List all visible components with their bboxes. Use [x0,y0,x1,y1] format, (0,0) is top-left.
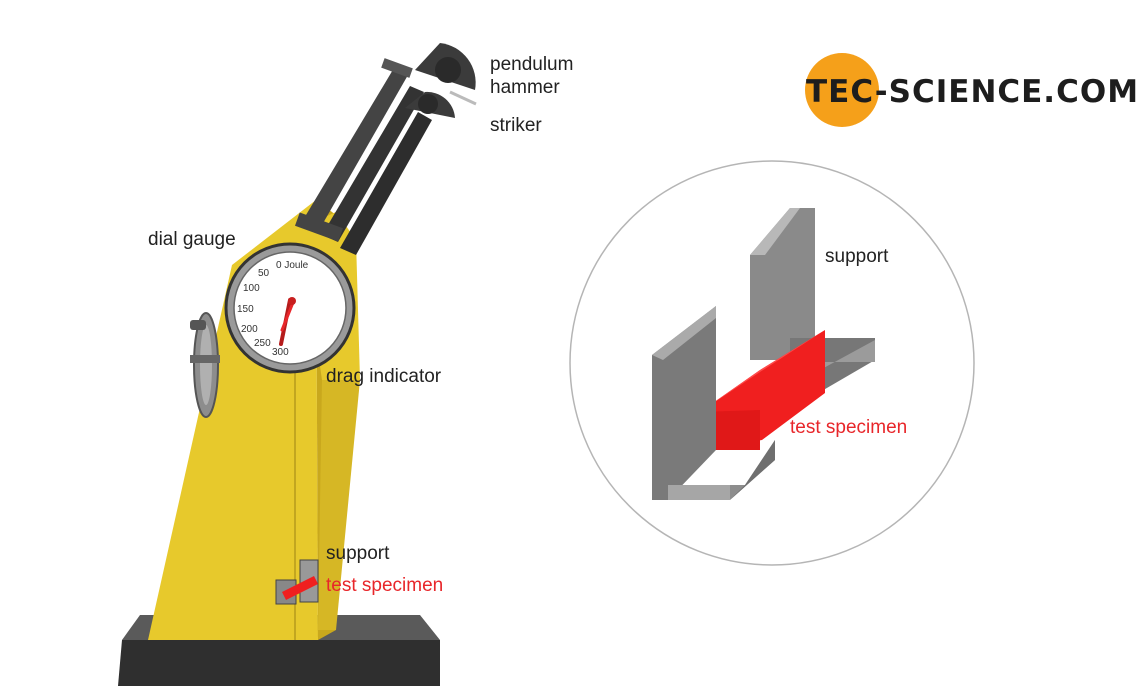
pendulum-arms [294,58,432,255]
label-hammer: hammer [490,77,560,98]
label-dial-gauge: dial gauge [148,229,236,250]
handwheel [190,312,220,418]
small-support-specimen [275,559,319,605]
logo-text: TEC-SCIENCE.COM [806,74,1139,110]
dial-gauge: 0 Joule 50 100 150 200 250 300 [224,242,356,374]
dial-tick-200: 200 [241,324,258,335]
striker-pointer [449,90,477,106]
logo-circle [805,53,879,127]
label-pendulum: pendulum [490,54,573,75]
detail-view [569,160,975,566]
label-support-detail: support [825,246,889,267]
pendulum-hammer [405,43,476,118]
tec-science-logo: TEC-SCIENCE.COM [805,53,1139,127]
dial-tick-150: 150 [237,304,254,315]
label-support-small: support [326,543,390,564]
dial-unit-label: 0 Joule [276,260,309,271]
dial-tick-250: 250 [254,338,271,349]
label-test-specimen-small: test specimen [326,575,443,596]
dial-tick-50: 50 [258,268,270,279]
label-test-specimen-detail: test specimen [790,417,907,438]
dial-tick-300: 300 [272,347,289,358]
label-striker: striker [490,115,542,136]
dial-tick-100: 100 [243,283,260,294]
label-drag-indicator: drag indicator [326,366,442,387]
